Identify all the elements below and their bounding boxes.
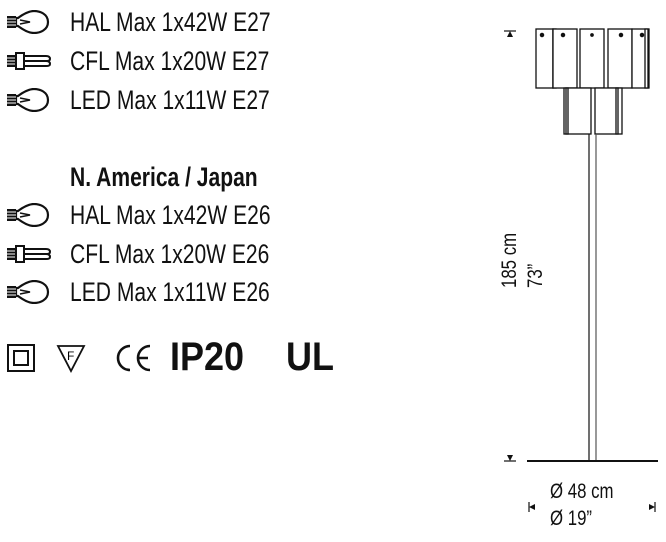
lamp-label: CFL Max 1x20W E26 [70, 239, 270, 269]
lamp-label: LED Max 1x11W E26 [70, 277, 270, 307]
height-cm-label: 185 cm [498, 232, 521, 288]
dimension-markers [504, 30, 656, 512]
diameter-cm-label: Ø 48 cm [550, 480, 614, 503]
lamp-label: HAL Max 1x42W E26 [70, 200, 271, 230]
ip-rating: IP20 [170, 335, 245, 379]
ce-mark-icon [116, 344, 151, 372]
f-mark-text: F [67, 349, 74, 363]
lamp-shades [535, 28, 650, 135]
diameter-in-label: Ø 19” [550, 507, 593, 530]
ul-mark: UL [286, 335, 334, 379]
f-mark-icon: F [56, 345, 86, 373]
height-in-label: 73” [524, 263, 547, 288]
lamp-label: LED Max 1x11W E27 [70, 85, 270, 115]
class-ii-icon [7, 344, 35, 372]
lamp-label: HAL Max 1x42W E27 [70, 7, 271, 37]
lamp-label: CFL Max 1x20W E27 [70, 46, 270, 76]
region-heading-text: N. America / Japan [70, 162, 258, 192]
